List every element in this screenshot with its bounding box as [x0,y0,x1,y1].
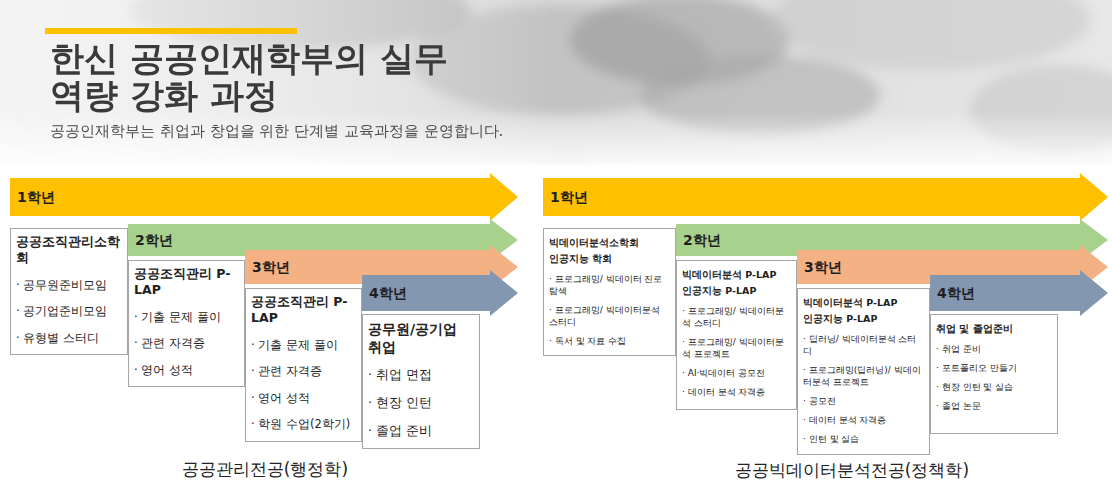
list-item: · 졸업 준비 [368,423,475,440]
list-item: · 프로그래밍/ 빅데이터분석 스터디 [682,305,792,329]
content-box: 빅데이터분석 P-LAP 인공지능 P-LAP · 딥러닝/ 빅데이터분석 스터디 ·… [797,288,930,455]
list-item: · 공모전 [803,395,925,407]
list-item: · 포트폴리오 만들기 [936,362,1053,374]
band-arrow-shape [362,270,518,316]
band-arrow-shape [10,173,518,221]
subtitle: 공공인재학부는 취업과 창업을 위한 단계별 교육과정을 운영합니다. [50,122,503,141]
bottom-fade [0,110,1112,165]
list-item: · 독서 및 자료 수집 [549,335,671,347]
list-item: · 취업 준비 [936,343,1053,355]
list-item: · 기출 문제 풀이 [134,310,240,326]
content-box: 공공조직관리소학회 · 공무원준비모임 · 공기업준비모임 · 유형별 스터디 [10,228,128,355]
list-item: · 프로그래밍/ 빅데이터분석 프로젝트 [682,336,792,360]
box-heading: 공공조직관리 P-LAP [251,294,357,327]
list-item: · 공기업준비모임 [16,304,123,320]
list-item: · 공무원준비모임 [16,278,123,294]
list-item: · 딥러닝/ 빅데이터분석 스터디 [803,333,925,357]
list-item: · 데이터 분석 자격증 [682,386,792,398]
list-item: · 영어 성적 [134,363,240,379]
content-box: 취업 및 졸업준비 · 취업 준비 · 포트폴리오 만들기 · 현장 인턴 및 실습 ·… [930,314,1058,434]
box-heading: 빅데이터분석소학회 [549,237,671,250]
list-item: · 인턴 및 실습 [803,433,925,445]
band-arrow-shape [543,173,1108,221]
list-item: · 데이터 분석 자격증 [803,414,925,426]
list-item: · 기출 문제 풀이 [251,338,357,354]
content-box: 공무원/공기업 취업 · 취업 면접 · 현장 인턴 · 졸업 준비 [362,314,480,449]
accent-bar [45,28,297,34]
content-box: 빅데이터분석 P-LAP 인공지능 P-LAP · 프로그래밍/ 빅데이터분석 스터… [676,260,797,410]
box-heading: 취업 및 졸업준비 [936,323,1053,336]
list-item: · 유형별 스터디 [16,331,123,347]
year-label: 4학년 [930,275,1108,311]
list-item: · 관련 자격증 [134,336,240,352]
year-label: 1학년 [543,178,1108,216]
list-item: · 영어 성적 [251,391,357,407]
list-item: · 프로그래밍/ 빅데이터분석 스터디 [549,304,671,328]
box-heading: 인공지능 학회 [549,253,671,266]
box-heading: 인공지능 P-LAP [682,285,792,298]
box-heading: 공공조직관리 P-LAP [134,266,240,299]
year-band: 1학년 [10,173,518,221]
content-box: 공공조직관리 P-LAP · 기출 문제 풀이 · 관련 자격증 · 영어 성적 [128,260,245,387]
box-heading: 빅데이터분석 P-LAP [803,297,925,310]
list-item: · 현장 인턴 및 실습 [936,381,1053,393]
list-item: · 취업 면접 [368,367,475,384]
list-item: · 학원 수업(2학기) [251,417,357,433]
year-label: 1학년 [10,178,518,216]
list-item: · 졸업 논문 [936,400,1053,412]
band-arrow [543,173,1108,221]
list-item: · 프로그래밍/ 빅데이터 진로탐색 [549,273,671,297]
band-arrow-shape [930,270,1108,316]
page-title: 한신 공공인재학부의 실무 역량 강화 과정 [50,40,490,113]
band-arrow [10,173,518,221]
content-box: 빅데이터분석소학회인공지능 학회 · 프로그래밍/ 빅데이터 진로탐색 · 프로그래… [543,228,676,356]
year-band: 4학년 [930,270,1108,316]
content-box: 공공조직관리 P-LAP · 기출 문제 풀이 · 관련 자격증 · 영어 성적 · 학… [245,288,362,442]
year-band: 1학년 [543,173,1108,221]
box-heading: 인공지능 P-LAP [803,313,925,326]
year-label: 4학년 [362,275,518,311]
year-band: 4학년 [362,270,518,316]
box-heading: 공무원/공기업 취업 [368,320,475,356]
box-heading: 빅데이터분석 P-LAP [682,269,792,282]
major-caption: 공공빅데이터분석전공(정책학) [652,459,1052,482]
list-item: · 프로그래밍(딥러닝)/ 빅데이터분석 프로젝트 [803,364,925,388]
major-caption: 공공관리전공(행정학) [65,458,465,481]
list-item: · AI·빅데이터 공모전 [682,367,792,379]
list-item: · 관련 자격증 [251,364,357,380]
list-item: · 현장 인턴 [368,395,475,412]
box-heading: 공공조직관리소학회 [16,234,123,267]
